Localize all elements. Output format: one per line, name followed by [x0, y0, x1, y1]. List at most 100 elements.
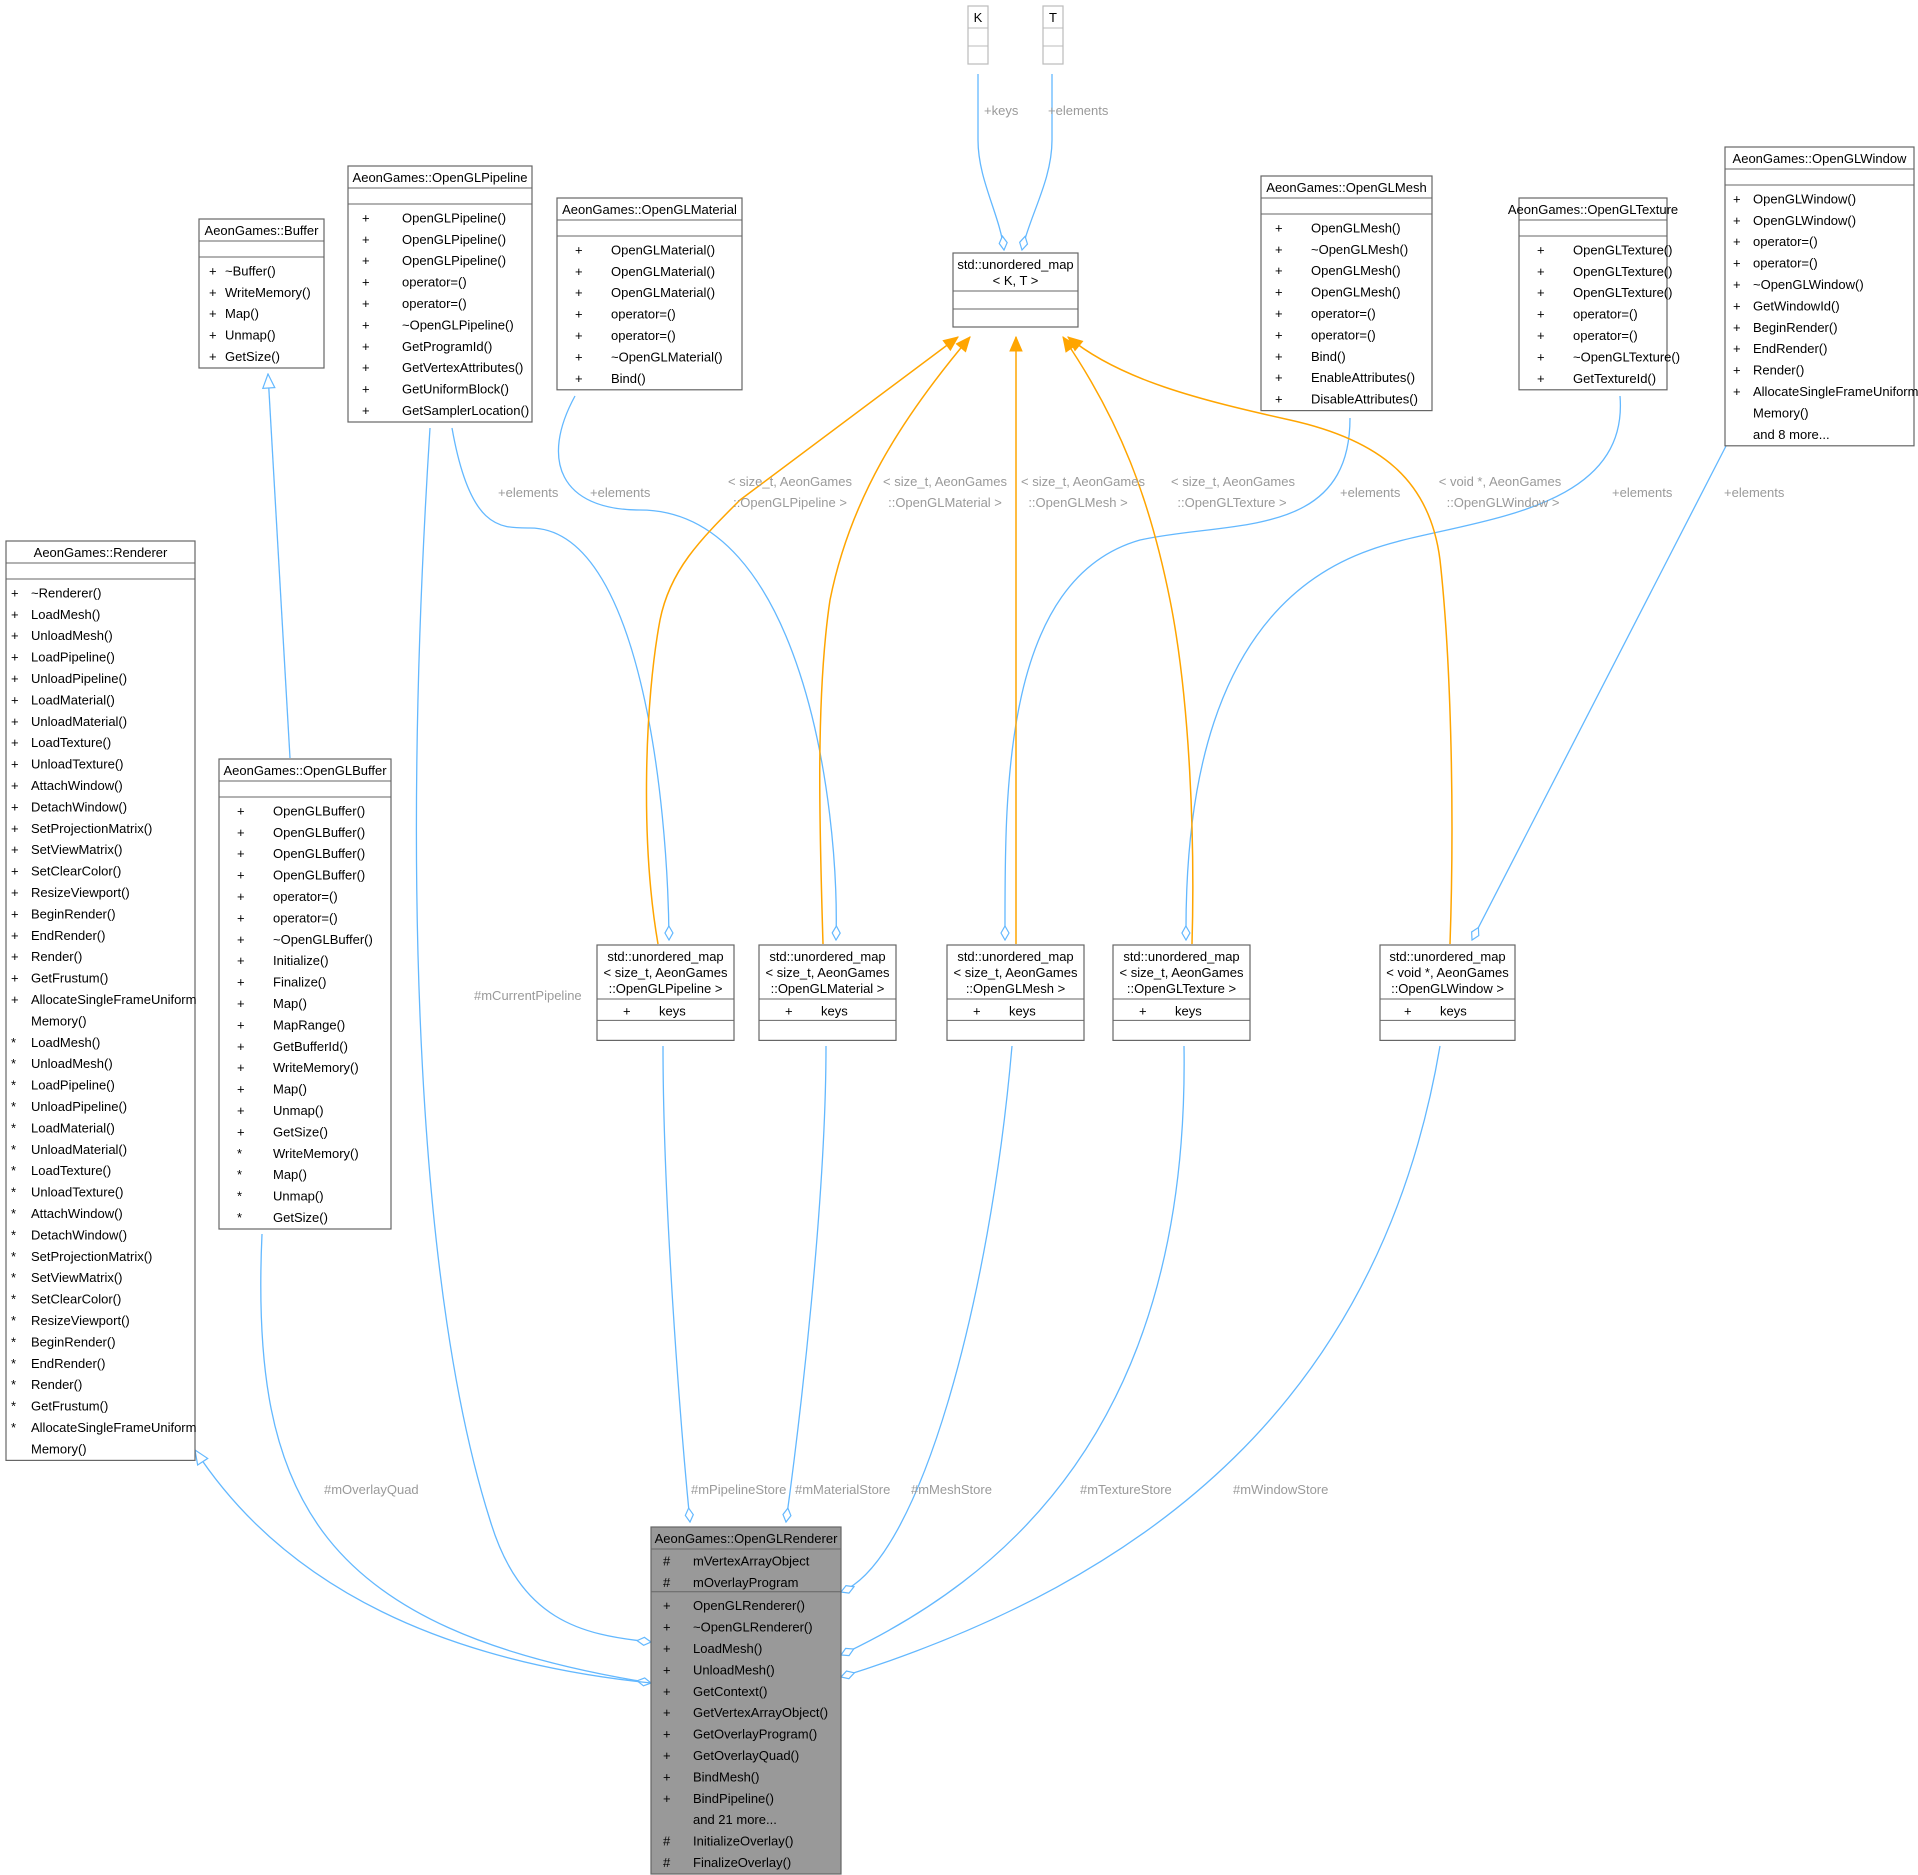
member-name: GetSize() [273, 1124, 328, 1139]
member-name: LoadPipeline() [31, 650, 115, 665]
label-bind-pipeline-1: < size_t, AeonGames [728, 474, 852, 489]
member-visibility: + [11, 971, 19, 986]
edge-overlay-quad [260, 1233, 651, 1683]
edge-current-pipeline [415, 427, 652, 1642]
member-name: operator=() [1311, 306, 1376, 321]
member-name: Memory() [31, 1013, 87, 1028]
member-name: ~OpenGLWindow() [1753, 277, 1864, 292]
class-name: AeonGames::OpenGLPipeline [353, 170, 528, 185]
member-visibility: + [1139, 1003, 1147, 1018]
member-visibility: + [237, 1017, 245, 1032]
member-name: Initialize() [273, 953, 329, 968]
edge-mesh-store [841, 1045, 1013, 1592]
member-visibility: + [575, 328, 583, 343]
member-visibility: * [11, 1099, 16, 1114]
class-glbuffer[interactable]: AeonGames::OpenGLBuffer+OpenGLBuffer()+O… [218, 758, 392, 1230]
class-mesh[interactable]: AeonGames::OpenGLMesh+OpenGLMesh()+~Open… [1260, 175, 1433, 412]
member-name: Map() [273, 1082, 307, 1097]
member-name: LoadMaterial() [31, 692, 115, 707]
member-visibility: + [663, 1662, 671, 1677]
edge-texture-elements [1186, 395, 1621, 940]
class-map-mesh[interactable]: std::unordered_map< size_t, AeonGames::O… [946, 944, 1085, 1042]
member-name: WriteMemory() [273, 1060, 359, 1075]
member-visibility: * [11, 1078, 16, 1093]
member-visibility: * [237, 1146, 242, 1161]
more-members[interactable]: and 21 more... [693, 1812, 777, 1827]
member-name: operator=() [402, 296, 467, 311]
member-visibility: + [1733, 320, 1741, 335]
member-name: SetClearColor() [31, 864, 121, 879]
class-name: ::OpenGLTexture > [1127, 981, 1236, 996]
member-visibility: + [237, 825, 245, 840]
member-name: Finalize() [273, 975, 326, 990]
member-visibility: + [575, 264, 583, 279]
member-visibility: + [663, 1684, 671, 1699]
class-name: ::OpenGLWindow > [1391, 981, 1504, 996]
member-visibility: + [11, 650, 19, 665]
member-visibility: + [663, 1620, 671, 1635]
member-visibility: + [1275, 392, 1283, 407]
member-name: ~OpenGLBuffer() [273, 932, 373, 947]
member-name: GetWindowId() [1753, 298, 1840, 313]
more-members[interactable]: and 8 more... [1753, 427, 1830, 442]
member-name: OpenGLBuffer() [273, 846, 365, 861]
member-visibility: + [663, 1748, 671, 1763]
member-name: OpenGLMesh() [1311, 220, 1401, 235]
class-map-texture[interactable]: std::unordered_map< size_t, AeonGames::O… [1112, 944, 1251, 1042]
member-name: ~OpenGLRenderer() [693, 1620, 813, 1635]
class-box [5, 540, 196, 1462]
label-bind-window-2: ::OpenGLWindow > [1447, 495, 1560, 510]
member-name: keys [1009, 1003, 1036, 1018]
class-texture[interactable]: AeonGames::OpenGLTexture+OpenGLTexture()… [1508, 197, 1680, 391]
class-name: < size_t, AeonGames [1120, 965, 1244, 980]
member-name: DisableAttributes() [1311, 392, 1418, 407]
class-renderer[interactable]: AeonGames::Renderer+~Renderer()+LoadMesh… [5, 540, 196, 1462]
member-visibility: + [11, 864, 19, 879]
member-visibility: + [663, 1641, 671, 1656]
member-name: SetProjectionMatrix() [31, 1249, 152, 1264]
class-name: < size_t, AeonGames [766, 965, 890, 980]
member-name: EndRender() [31, 1356, 105, 1371]
member-visibility: * [11, 1270, 16, 1285]
class-window[interactable]: AeonGames::OpenGLWindow+OpenGLWindow()+O… [1724, 146, 1918, 447]
member-visibility: # [663, 1553, 671, 1568]
member-name: Render() [31, 1377, 82, 1392]
member-name: OpenGLMaterial() [611, 285, 715, 300]
member-name: GetFrustum() [31, 1399, 108, 1414]
class-name: AeonGames::OpenGLWindow [1733, 151, 1908, 166]
class-name: K [974, 10, 983, 25]
member-visibility: * [11, 1163, 16, 1178]
member-visibility: + [362, 403, 370, 418]
class-pipeline[interactable]: AeonGames::OpenGLPipeline+OpenGLPipeline… [347, 165, 533, 423]
class-glrenderer[interactable]: AeonGames::OpenGLRenderer#mVertexArrayOb… [650, 1526, 842, 1875]
member-visibility: + [663, 1705, 671, 1720]
class-map-material[interactable]: std::unordered_map< size_t, AeonGames::O… [758, 944, 897, 1042]
label-bind-mesh-2: ::OpenGLMesh > [1028, 495, 1127, 510]
class-box [650, 1526, 842, 1875]
edge-pipeline-store [662, 1045, 690, 1522]
class-material[interactable]: AeonGames::OpenGLMaterial+OpenGLMaterial… [556, 197, 743, 391]
class-param-k[interactable]: K [967, 5, 989, 65]
label-window-elements: +elements [1724, 485, 1785, 500]
member-name: OpenGLTexture() [1573, 285, 1672, 300]
member-name: ResizeViewport() [31, 1313, 130, 1328]
member-name: operator=() [1753, 256, 1818, 271]
member-visibility: + [362, 360, 370, 375]
member-visibility: + [1733, 191, 1741, 206]
label-bind-mesh-1: < size_t, AeonGames [1021, 474, 1145, 489]
member-name: GetProgramId() [402, 339, 492, 354]
member-visibility: + [1275, 327, 1283, 342]
member-name: WriteMemory() [225, 285, 311, 300]
edge-bind-texture [1063, 337, 1194, 945]
class-param-t[interactable]: T [1042, 5, 1064, 65]
member-visibility: + [663, 1727, 671, 1742]
member-name: OpenGLBuffer() [273, 803, 365, 818]
member-name: OpenGLRenderer() [693, 1598, 805, 1613]
class-box [347, 165, 533, 423]
class-name: AeonGames::OpenGLRenderer [655, 1531, 838, 1546]
member-visibility: + [11, 585, 19, 600]
class-map-window[interactable]: std::unordered_map< void *, AeonGames::O… [1379, 944, 1516, 1042]
class-map-pipeline[interactable]: std::unordered_map< size_t, AeonGames::O… [596, 944, 735, 1042]
class-std-map-kt[interactable]: std::unordered_map< K, T > [952, 252, 1079, 328]
class-buffer[interactable]: AeonGames::Buffer+~Buffer()+WriteMemory(… [198, 218, 325, 369]
